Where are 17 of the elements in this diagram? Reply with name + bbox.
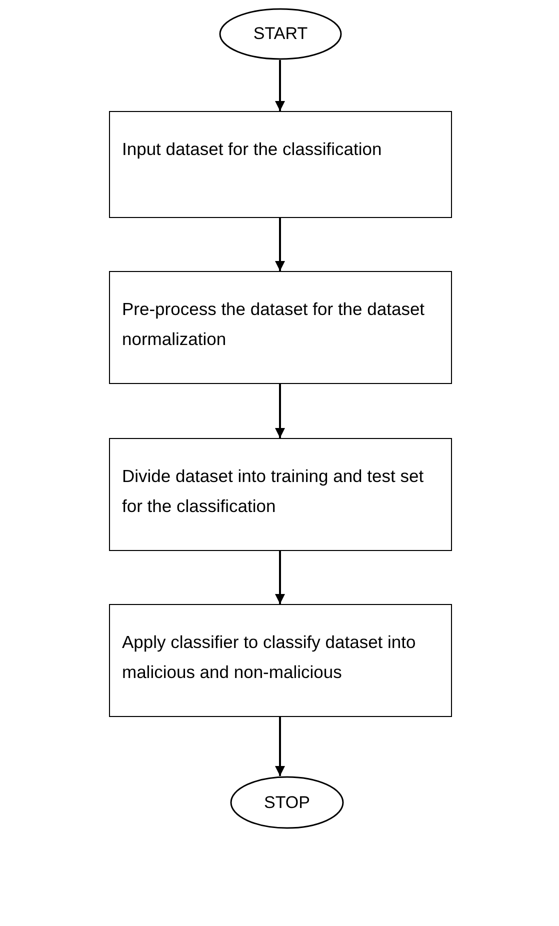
arrow (275, 384, 285, 438)
step-text: Divide dataset into training and test set for the classification (122, 465, 425, 518)
step-text: STOP (264, 792, 310, 814)
process-box (109, 271, 452, 384)
arrow (275, 60, 285, 111)
process-box (109, 604, 452, 717)
process-box (109, 111, 452, 218)
step-text: START (253, 23, 308, 45)
arrow (275, 551, 285, 604)
step-text: Input dataset for the classification (122, 138, 383, 161)
step-text: Apply classifier to classify dataset into malicious and non-malicious (122, 631, 417, 684)
terminal-ellipse (219, 8, 342, 60)
arrow (275, 717, 285, 776)
arrow (275, 218, 285, 271)
step-text: Pre-process the dataset for the dataset normalization (122, 298, 426, 351)
process-box (109, 438, 452, 551)
terminal-ellipse (230, 776, 344, 829)
